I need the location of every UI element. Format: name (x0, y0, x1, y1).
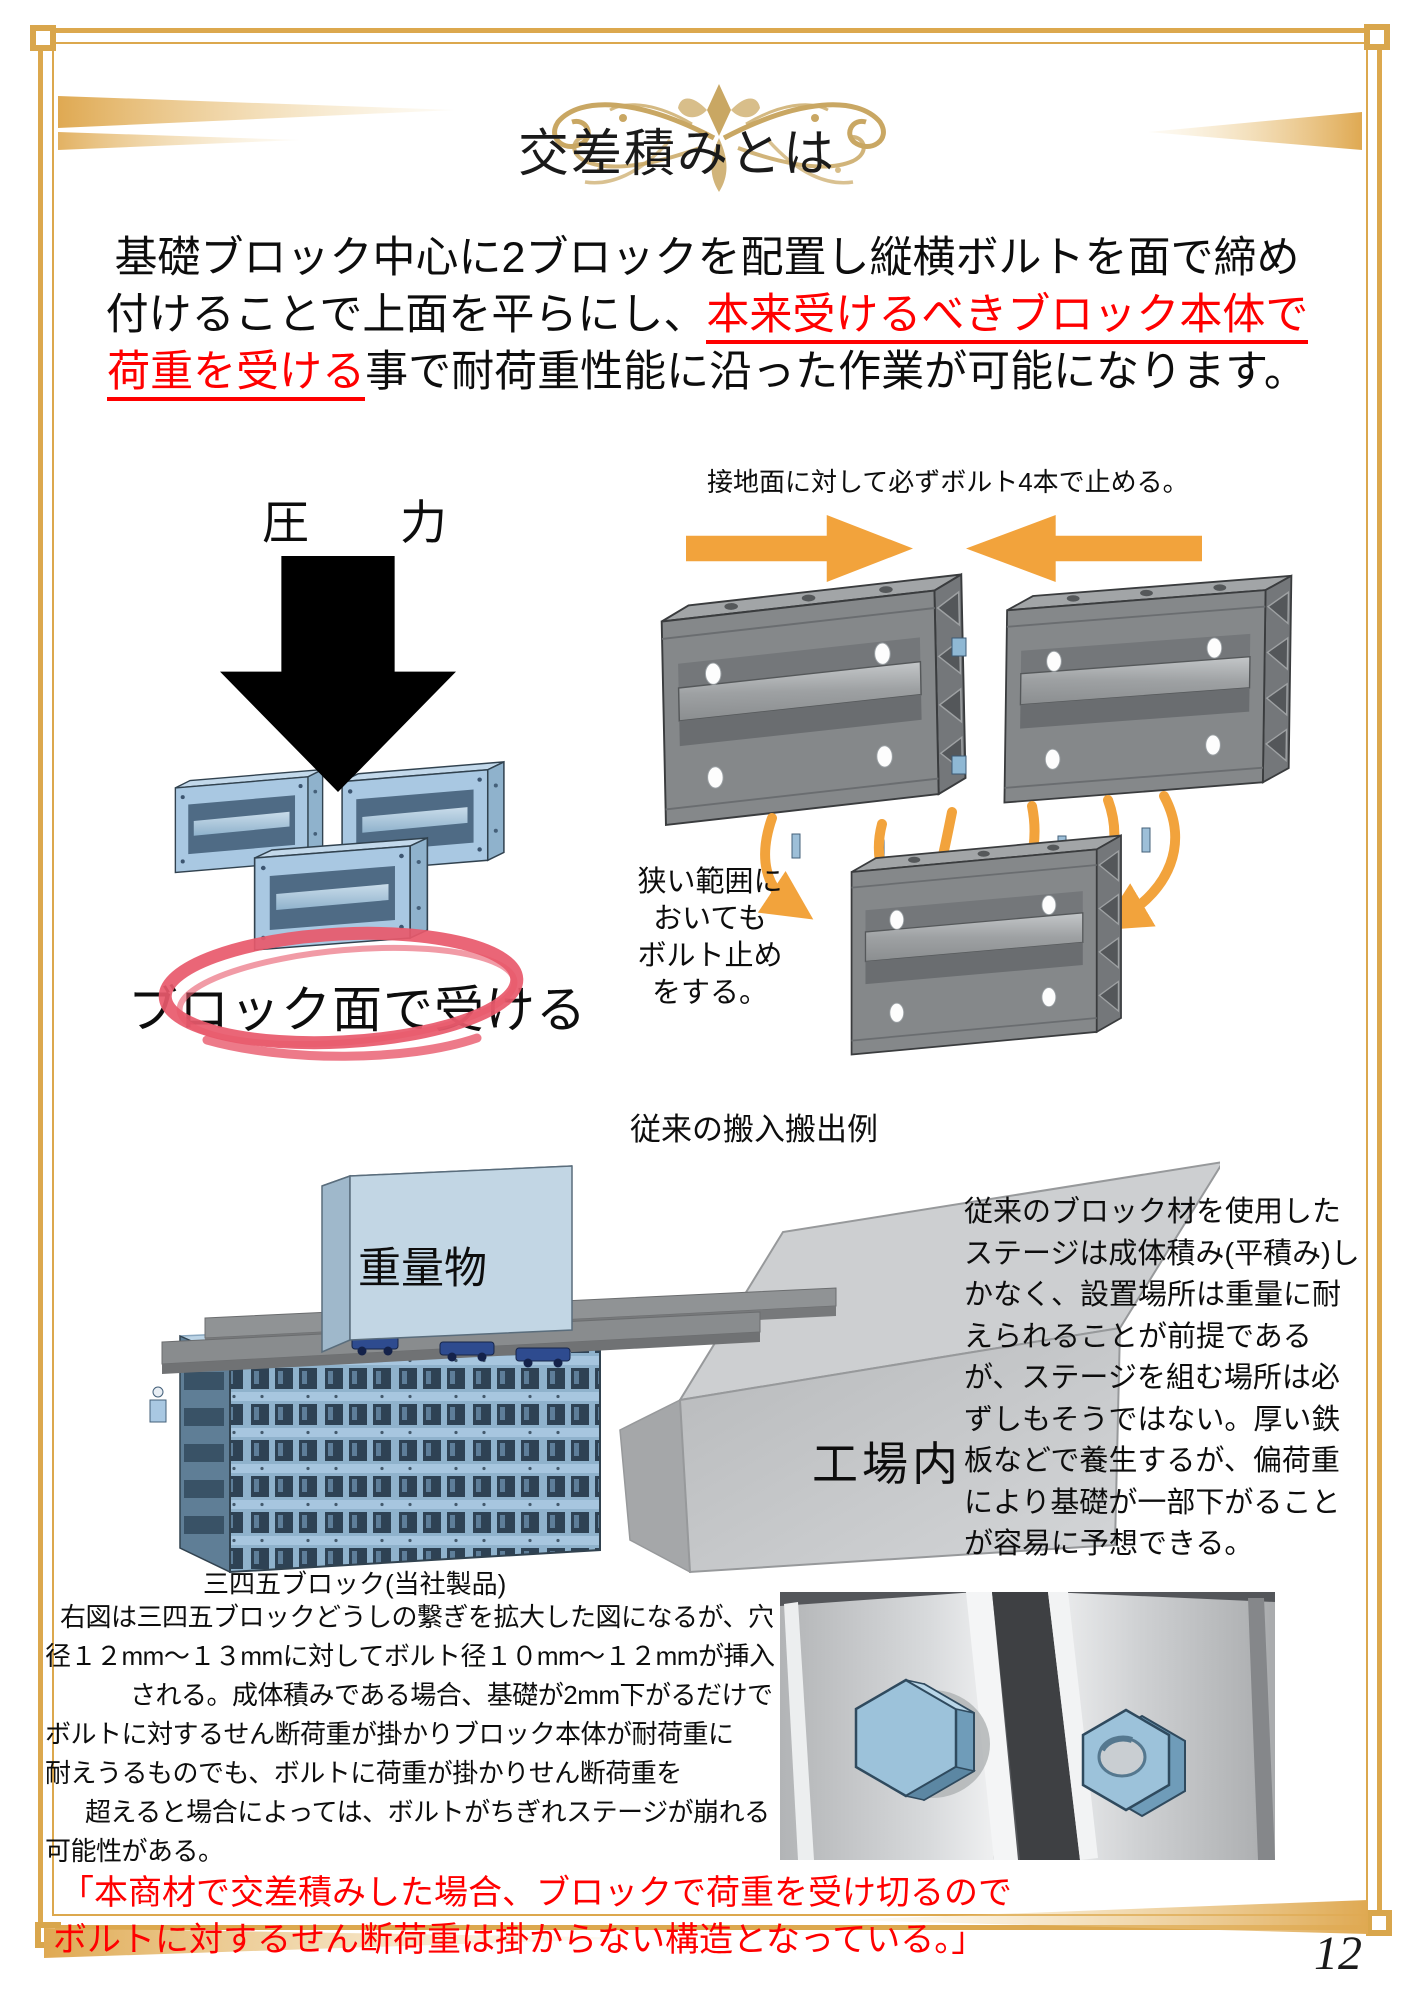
block-stack-front (229, 1340, 601, 1574)
gold-frame-inner (52, 42, 1368, 1916)
ground-bolt-caption: 接地面に対して必ずボルト4本で止める。 (707, 467, 1189, 497)
heavy-object-side (321, 1174, 351, 1354)
intro-paragraph: 基礎ブロック中心に2ブロックを配置し縦横ボルトを面で締め 付けることで上面を平ら… (0, 230, 1414, 401)
heavy-object-front (349, 1165, 573, 1341)
factory-label: 工場内 (812, 1438, 962, 1490)
intro-line-1: 基礎ブロック中心に2ブロックを配置し縦横ボルトを面で締め (114, 234, 1300, 282)
frame-corner-knot-bottom-right (1366, 1910, 1392, 1936)
pressure-label: 圧 力 (262, 496, 469, 549)
title-flourish-ornament (552, 84, 950, 192)
heavy-object-label: 重量物 (358, 1245, 487, 1293)
page-number: 12 (1314, 1927, 1362, 1980)
bolt-closeup-render (780, 1592, 1275, 1860)
gold-frame-outer (38, 28, 1382, 1930)
page-title: 交差積みとは (517, 125, 836, 182)
frame-corner-knot-top-left (30, 25, 56, 51)
block-stack-caption: 三四五ブロック(当社製品) (203, 1569, 507, 1599)
conventional-description-note: 従来のブロック材を使用した ステージは成体積み(平積み)し かなく、設置場所は重… (964, 1196, 1360, 1560)
stack-side-bolt-tag (149, 1399, 167, 1423)
product-benefit-quote: 「本商材で交差積みした場合、ブロックで荷重を受け切るので ボルトに対するせん断荷… (53, 1874, 1012, 1959)
bolt-head (854, 1678, 977, 1802)
intro-line-2: 付けることで上面を平らにし、本来受けるべきブロック本体で (0, 287, 1414, 344)
nut (1081, 1708, 1186, 1818)
gray-block-render-lower (850, 834, 1122, 1056)
receive-on-face-caption: ブロック面で受ける (128, 982, 587, 1038)
intro-line-3: 荷重を受ける事で耐荷重性能に沿った作業が可能になります。 (0, 344, 1414, 401)
conventional-stage-illustration (149, 1161, 1220, 1574)
narrow-area-note: 狭い範囲に おいても ボルト止め をする。 (637, 866, 783, 1009)
intro-highlight-2: 荷重を受ける (107, 348, 366, 401)
conventional-example-heading: 従来の搬入搬出例 (630, 1112, 878, 1147)
factory-box-front (678, 1326, 1122, 1574)
roller-dollies (351, 1335, 571, 1368)
frame-corner-knot-top-right (1364, 24, 1390, 50)
joint-explanation-paragraph: 右図は三四五ブロックどうしの繋ぎを拡大した図になるが、穴 径１２mm～１３mmに… (45, 1602, 775, 1866)
intro-highlight-1: 本来受けるべきブロック本体で (706, 291, 1309, 344)
factory-box-side (619, 1398, 691, 1574)
